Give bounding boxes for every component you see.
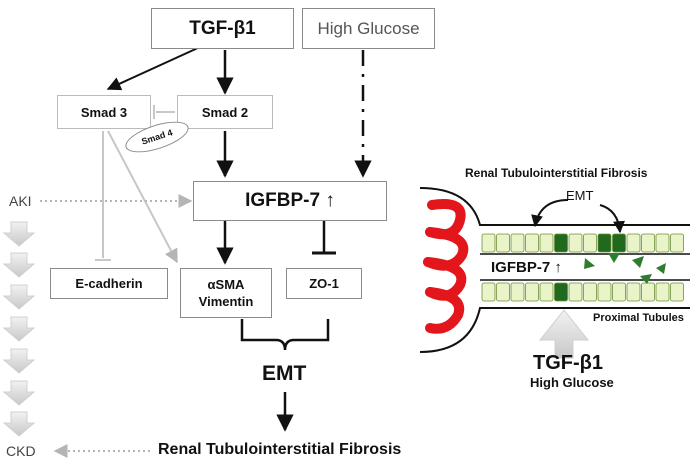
epithelial-cell <box>510 282 525 302</box>
epithelial-cell <box>597 233 612 253</box>
emt-brace <box>240 319 330 351</box>
epithelial-cell <box>525 282 539 302</box>
inset-high-glucose-label: High Glucose <box>530 375 614 390</box>
epithelial-cell <box>597 282 612 302</box>
emt-label: EMT <box>262 362 307 385</box>
epithelial-cell <box>554 282 568 302</box>
inset-stimulus-arrow <box>538 309 590 359</box>
arrow-smad3-asma <box>107 130 178 264</box>
high-glucose-box: High Glucose <box>302 8 435 49</box>
epithelial-cell <box>626 282 641 302</box>
epithelial-cell <box>612 233 626 253</box>
inset-proximal-tubules-label: Proximal Tubules <box>593 312 684 324</box>
epithelial-cell <box>554 233 568 253</box>
epithelial-cell <box>583 233 597 253</box>
epithelial-cells-lower <box>481 282 684 302</box>
inset-igfbp7-label: IGFBP-7 ↑ <box>491 259 562 276</box>
epithelial-cell <box>655 233 670 253</box>
igfbp7-box: IGFBP-7 ↑ <box>193 181 387 221</box>
epithelial-cell <box>496 282 510 302</box>
epithelial-cell <box>641 233 655 253</box>
epithelial-cell <box>670 282 684 302</box>
epithelial-cell <box>641 282 655 302</box>
glomerulus <box>423 199 469 334</box>
epithelial-cell <box>626 233 641 253</box>
released-factor-triangles <box>584 253 666 284</box>
epithelial-cells-upper <box>481 233 684 253</box>
epithelial-cell <box>612 282 626 302</box>
aki-label: AKI <box>9 193 32 209</box>
epithelial-cell <box>539 233 554 253</box>
smad2-box: Smad 2 <box>177 95 273 129</box>
epithelial-cell <box>670 233 684 253</box>
ckd-label: CKD <box>6 443 36 459</box>
inset-title: Renal Tubulointerstitial Fibrosis <box>465 166 648 180</box>
smad3-box: Smad 3 <box>57 95 151 129</box>
inset-emt-arrow-right <box>599 204 625 234</box>
epithelial-cell <box>568 233 583 253</box>
vimentin-label: Vimentin <box>198 294 254 309</box>
asma-vimentin-box: αSMA Vimentin <box>180 268 272 318</box>
zo1-box: ZO-1 <box>286 268 362 299</box>
epithelial-cell <box>481 233 496 253</box>
inset-emt-arrow-left <box>531 199 569 228</box>
inset-emt-label: EMT <box>566 188 594 203</box>
tubule-illustration <box>419 187 690 353</box>
asma-label: αSMA <box>207 277 245 292</box>
epithelial-cell <box>583 282 597 302</box>
tgf-beta1-box: TGF-β1 <box>151 8 294 49</box>
epithelial-cell <box>655 282 670 302</box>
epithelial-cell <box>525 233 539 253</box>
ecadherin-box: E-cadherin <box>50 268 168 299</box>
epithelial-cell <box>510 233 525 253</box>
aki-ckd-progression-arrows <box>2 221 36 437</box>
epithelial-cell <box>496 233 510 253</box>
epithelial-cell <box>481 282 496 302</box>
epithelial-cell <box>568 282 583 302</box>
inset-tgf-label: TGF-β1 <box>533 352 603 374</box>
tubule-outline <box>419 187 690 353</box>
fibrosis-label: Renal Tubulointerstitial Fibrosis <box>158 441 402 458</box>
epithelial-cell <box>539 282 554 302</box>
arrow-tgf-smad3 <box>106 46 201 91</box>
